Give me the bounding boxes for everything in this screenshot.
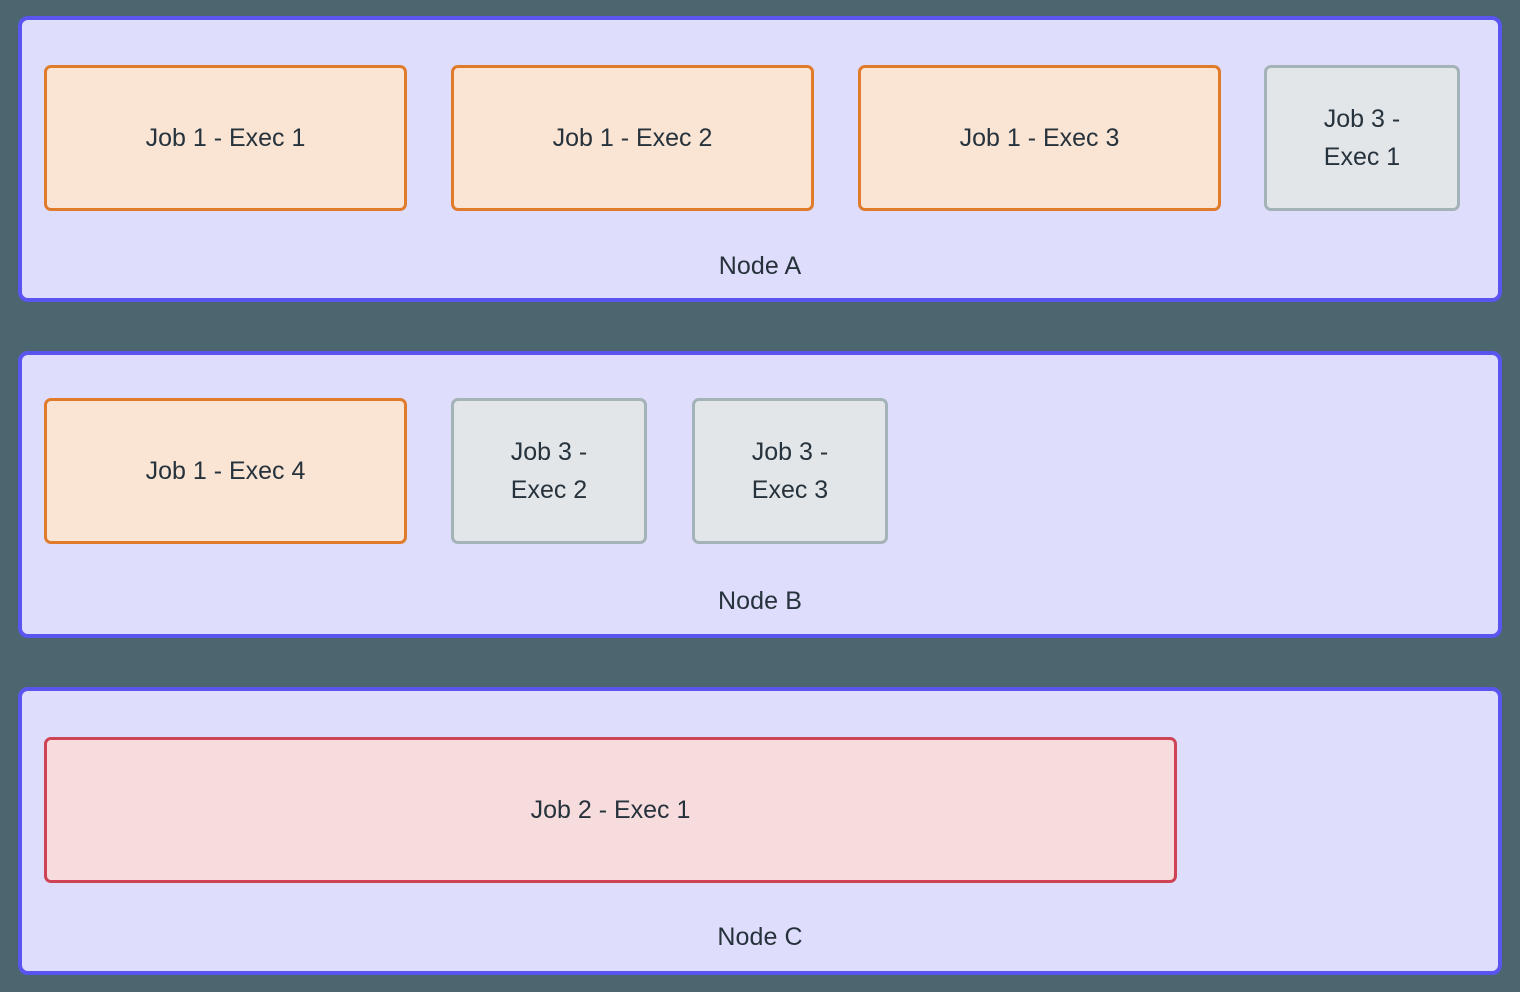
node-label-c: Node C [717, 923, 803, 951]
node-container-b[interactable]: Job 1 - Exec 4 Job 3 - Exec 2 Job 3 - Ex… [18, 351, 1502, 638]
task-box-job3-exec3[interactable]: Job 3 - Exec 3 [692, 398, 888, 544]
node-container-a[interactable]: Job 1 - Exec 1 Job 1 - Exec 2 Job 1 - Ex… [18, 16, 1502, 302]
node-label-b: Node B [718, 587, 802, 615]
task-box-job3-exec2[interactable]: Job 3 - Exec 2 [451, 398, 647, 544]
task-box-job1-exec3[interactable]: Job 1 - Exec 3 [858, 65, 1221, 211]
node-container-c[interactable]: Job 2 - Exec 1 Node C [18, 687, 1502, 975]
task-box-job1-exec2[interactable]: Job 1 - Exec 2 [451, 65, 814, 211]
task-box-job1-exec1[interactable]: Job 1 - Exec 1 [44, 65, 407, 211]
task-box-job3-exec1[interactable]: Job 3 - Exec 1 [1264, 65, 1460, 211]
task-box-job1-exec4[interactable]: Job 1 - Exec 4 [44, 398, 407, 544]
task-box-job2-exec1[interactable]: Job 2 - Exec 1 [44, 737, 1177, 883]
node-label-a: Node A [718, 252, 802, 280]
